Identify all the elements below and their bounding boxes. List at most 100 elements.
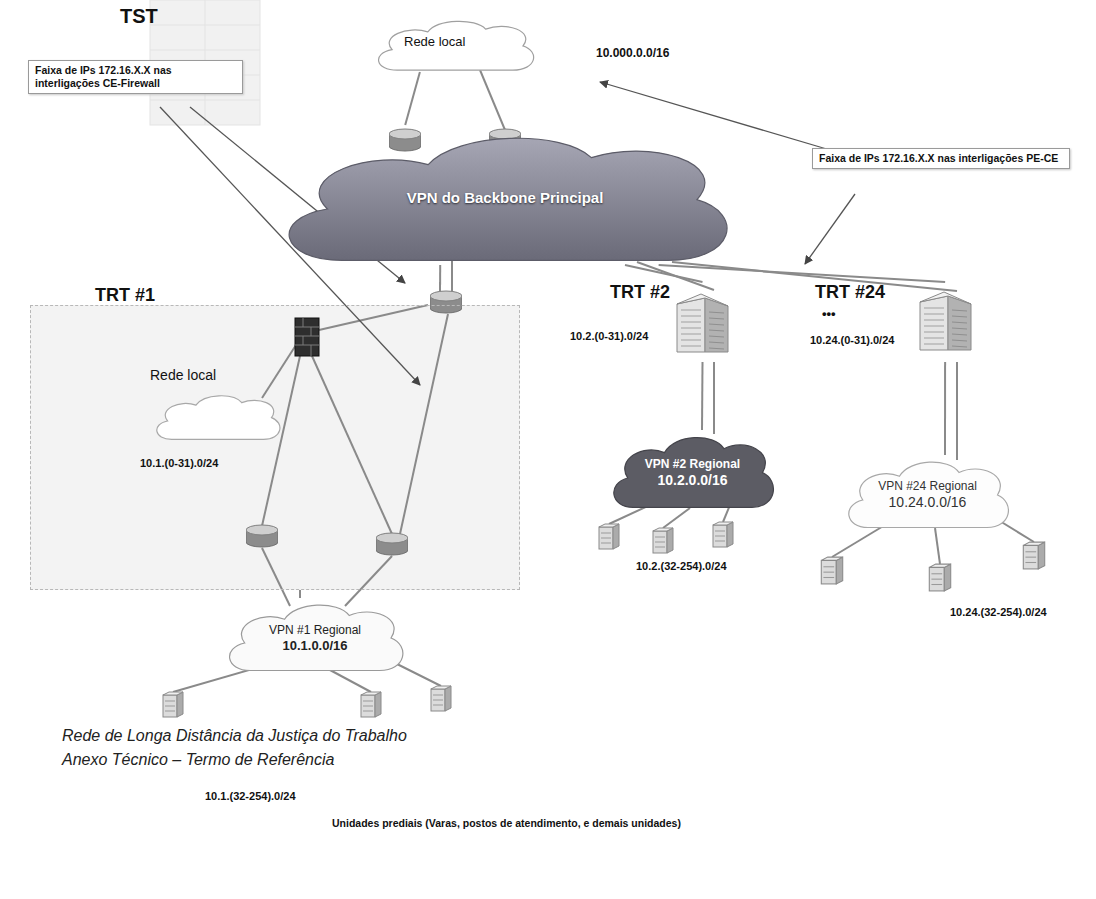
building-window xyxy=(952,340,967,341)
region-fill xyxy=(30,305,520,590)
region-border xyxy=(30,305,520,590)
cloud-outline xyxy=(289,138,727,260)
callout-box: Faixa de IPs 172.16.X.X nas interligaçõe… xyxy=(812,148,1070,169)
backbone-cloud: VPN do Backbone Principal xyxy=(265,125,745,265)
building-window xyxy=(924,308,944,309)
link-line xyxy=(672,262,957,291)
building-window xyxy=(709,312,724,313)
building-window xyxy=(681,328,701,329)
building-window xyxy=(924,344,944,345)
unit-building xyxy=(713,522,733,547)
unit-building xyxy=(1023,542,1044,569)
link-line xyxy=(935,528,940,564)
cloud-outline xyxy=(849,462,1009,527)
cloud-network: VPN #2 Regional10.2.0.0/16 xyxy=(605,430,780,510)
unit-building xyxy=(599,524,619,549)
cloud-network: VPN #1 Regional10.1.0.0/16 xyxy=(220,598,410,673)
building-symbol xyxy=(918,290,973,352)
router-symbol xyxy=(376,533,408,555)
building-window xyxy=(952,310,967,311)
building-window xyxy=(709,342,724,343)
building-window xyxy=(924,338,944,339)
callout-box: Faixa de IPs 172.16.X.X nas interligaçõe… xyxy=(28,60,243,94)
firewall-bricks xyxy=(295,318,319,356)
network-name: VPN #24 Regional xyxy=(878,479,977,494)
building-window xyxy=(952,316,967,317)
ip-range: 10.2.(0-31).0/24 xyxy=(570,330,648,343)
building-window xyxy=(952,334,967,335)
cloud-network: Rede local10.000.0.0/16 xyxy=(370,10,690,72)
callout-text: Faixa de IPs 172.16.X.X nas interligaçõe… xyxy=(819,152,1063,165)
link-line xyxy=(663,508,690,528)
unit-building xyxy=(653,528,673,553)
network-name: VPN #1 Regional xyxy=(269,623,361,638)
site-node: TRT #24 10.24.(0-31).0/24 xyxy=(800,282,975,362)
site-node: TRT #2 10.2.(0-31).0/24 xyxy=(570,282,735,362)
link-line xyxy=(713,362,715,434)
building-window xyxy=(952,346,967,347)
network-name: Rede local xyxy=(404,34,465,50)
leader-arrow xyxy=(805,194,855,264)
router-symbol xyxy=(246,525,278,547)
link-line xyxy=(330,670,371,692)
site-name: TRT #1 xyxy=(95,285,155,307)
ip-range: 10.1.(0-31).0/24 xyxy=(140,457,218,470)
site-region: TRT #1 Rede local 10.1.(0-31).0/24 xyxy=(30,285,520,590)
building-window xyxy=(681,310,701,311)
building-window xyxy=(681,322,701,323)
ip-range: 10.24.(32-254).0/24 xyxy=(950,606,1047,619)
site-name: TRT #2 xyxy=(610,282,670,304)
link-line xyxy=(451,258,453,292)
network-name: Rede local xyxy=(150,367,216,384)
cloud-outline xyxy=(614,438,774,508)
building-window xyxy=(924,320,944,321)
firewall-symbol xyxy=(295,318,319,356)
building-window xyxy=(709,348,724,349)
ip-range: 10.2.0.0/16 xyxy=(657,472,727,490)
site-name: TRT #24 xyxy=(815,282,885,304)
cloud-outline xyxy=(230,605,403,670)
router-symbol xyxy=(430,291,462,313)
cloud-network: VPN #24 Regional10.24.0.0/16 xyxy=(840,455,1015,530)
link-line xyxy=(345,556,392,606)
link-line xyxy=(262,356,300,526)
cloud-outline xyxy=(157,396,280,440)
building-window xyxy=(924,314,944,315)
watermark-text: Anexo Técnico – Termo de Referência xyxy=(62,750,334,769)
link-line xyxy=(319,305,428,330)
building-window xyxy=(681,316,701,317)
leader-arrows xyxy=(160,82,855,385)
network-link xyxy=(405,72,420,125)
cloud-outline xyxy=(379,21,534,70)
building-window xyxy=(681,340,701,341)
network-link xyxy=(659,265,946,282)
unit-building xyxy=(821,557,842,584)
callout-text: Faixa de IPs 172.16.X.X nas interligaçõe… xyxy=(35,64,236,90)
network-link xyxy=(299,590,301,598)
building-roof xyxy=(920,292,971,304)
link-line xyxy=(262,548,290,606)
building-window xyxy=(709,324,724,325)
ip-range: 10.24.(0-31).0/24 xyxy=(810,334,894,347)
link-line xyxy=(400,314,448,534)
building-window xyxy=(709,330,724,331)
building-window xyxy=(924,332,944,333)
router-symbol xyxy=(389,129,421,151)
building-window xyxy=(709,318,724,319)
ellipsis-mark: ••• xyxy=(822,306,836,322)
building-roof xyxy=(677,294,728,306)
building-front xyxy=(677,298,705,352)
building-side xyxy=(948,296,971,350)
network-name: VPN do Backbone Principal xyxy=(407,189,604,208)
network-link xyxy=(944,362,946,455)
unit-building xyxy=(929,564,950,591)
building-window xyxy=(952,322,967,323)
unit-building xyxy=(431,686,451,711)
leader-arrow xyxy=(600,82,830,150)
cloud-shape xyxy=(150,391,285,441)
link-line xyxy=(262,345,296,398)
building-window xyxy=(924,326,944,327)
footer-caption: Unidades prediais (Varas, postos de aten… xyxy=(332,817,681,830)
building-window xyxy=(952,328,967,329)
